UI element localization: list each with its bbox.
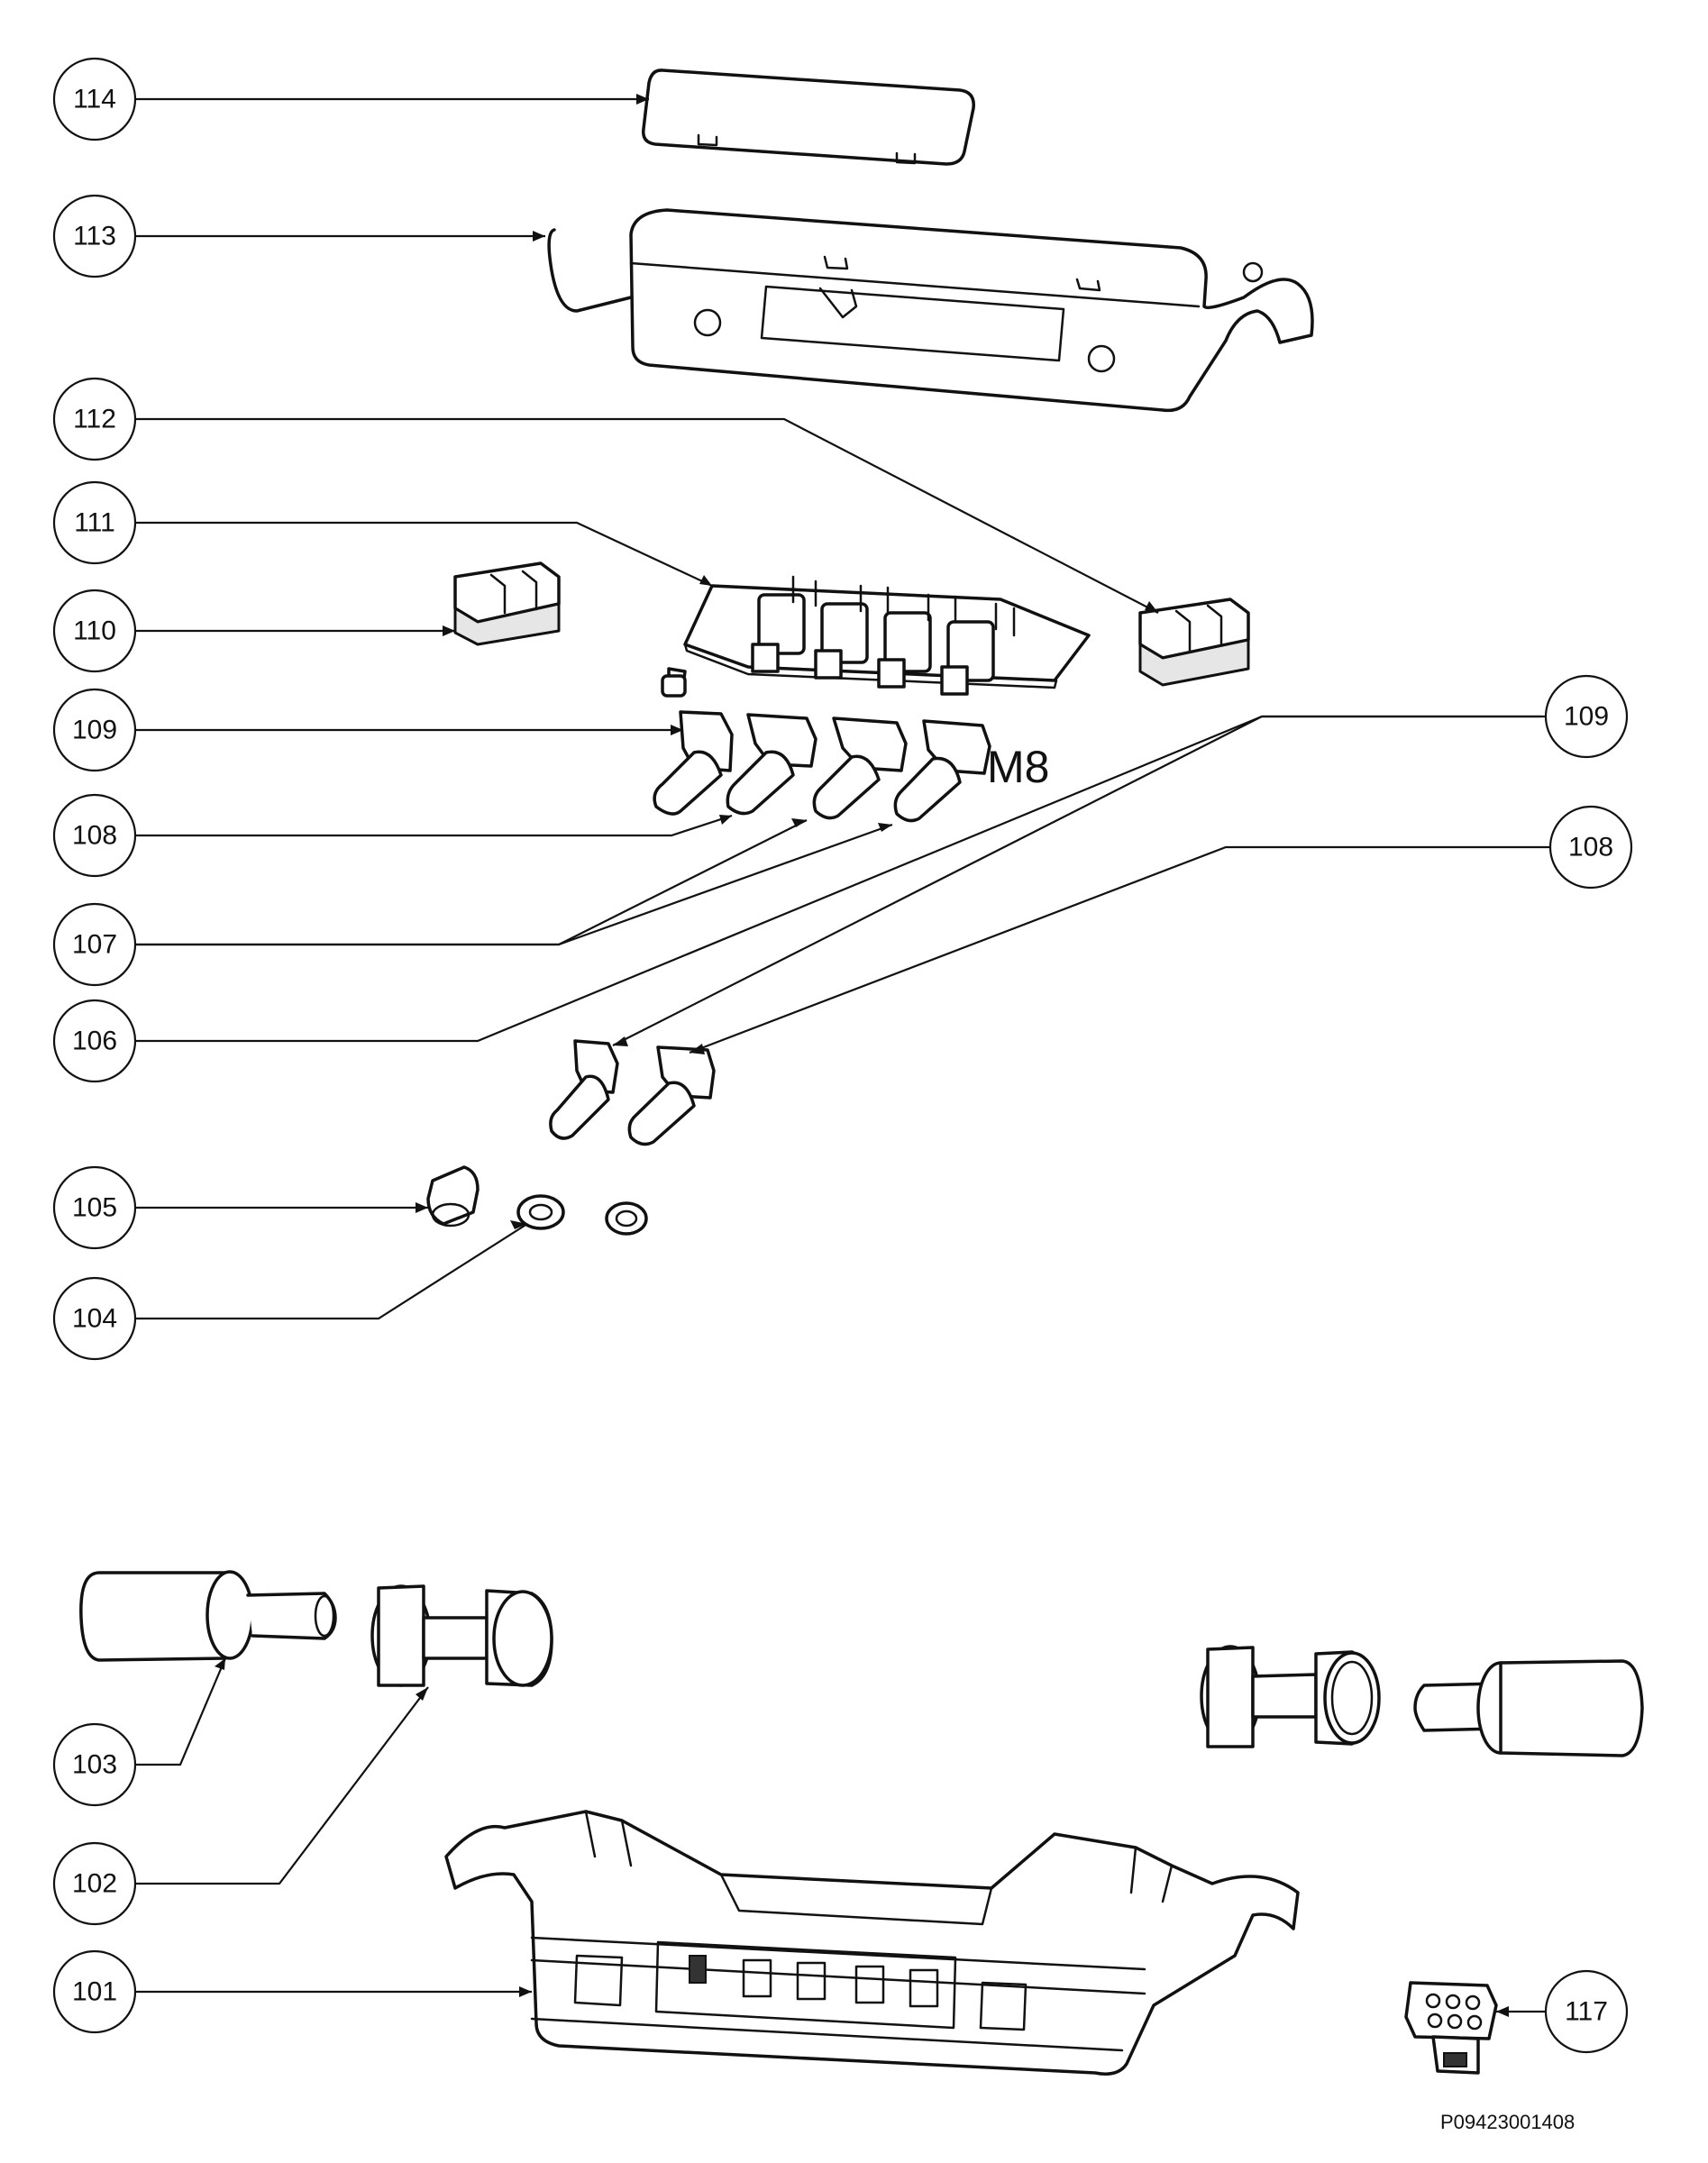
arrowheads [215, 94, 1509, 2017]
callout-112: 112 [52, 377, 137, 461]
part-101-lower-housing [444, 1810, 1300, 2076]
callout-112-label: 112 [73, 405, 116, 434]
callout-117: 117 [1544, 1969, 1629, 2054]
knob-pair-lower [549, 1039, 716, 1146]
callout-109-left: 109 [52, 688, 137, 772]
part-104-washers [516, 1194, 648, 1236]
callout-111: 111 [52, 480, 137, 565]
knob-5 [549, 1039, 619, 1140]
knob-set-label: M8 [987, 742, 1049, 792]
part-102-spool-left [370, 1584, 553, 1687]
switch-4 [940, 620, 995, 696]
part-112-slider-block-right [1138, 598, 1250, 687]
part-113-upper-housing [547, 208, 1314, 413]
leader-lines [135, 97, 1555, 2013]
callout-104: 104 [52, 1276, 137, 1361]
drawing-code: P09423001408 [1440, 2111, 1575, 2133]
callout-102: 102 [52, 1841, 137, 1926]
callout-103: 103 [52, 1722, 137, 1807]
callout-102-label: 102 [72, 1869, 117, 1899]
callout-113-label: 113 [73, 222, 116, 251]
callout-108-right: 108 [1548, 805, 1633, 890]
callout-101: 101 [52, 1949, 137, 2034]
callout-114: 114 [52, 57, 137, 141]
part-102-spool-right [1200, 1645, 1381, 1748]
part-105-pin [426, 1165, 480, 1228]
knob-1 [653, 710, 734, 816]
knob-6 [627, 1045, 716, 1146]
callout-105: 105 [52, 1165, 137, 1250]
callout-107-label: 107 [72, 930, 117, 960]
part-111-pcb-switch-board [661, 575, 1091, 698]
callout-108-left: 108 [52, 793, 137, 878]
switch-1 [751, 593, 806, 673]
part-114-cover-plate [642, 68, 975, 166]
knob-set-m8 [653, 710, 991, 823]
part-103-cylinder-right [1413, 1659, 1644, 1757]
callout-110-label: 110 [73, 616, 116, 646]
callout-109-right-label: 109 [1564, 702, 1609, 732]
callout-108-left-label: 108 [72, 821, 117, 851]
callout-107: 107 [52, 902, 137, 987]
callout-103-label: 103 [72, 1750, 117, 1780]
callout-113: 113 [52, 194, 137, 278]
knob-4 [893, 719, 991, 823]
callout-101-label: 101 [72, 1977, 117, 2007]
callout-105-label: 105 [72, 1193, 117, 1223]
callout-111-label: 111 [74, 508, 115, 538]
knob-2 [726, 713, 817, 816]
callout-114-label: 114 [73, 85, 116, 114]
callout-117-label: 117 [1565, 1997, 1608, 2027]
callout-110: 110 [52, 589, 137, 673]
knob-3 [812, 716, 908, 820]
switch-3 [877, 611, 932, 689]
callout-104-label: 104 [72, 1304, 117, 1334]
part-103-cylinder-left [79, 1570, 337, 1662]
part-117-connector [1404, 1981, 1498, 2075]
callout-108-right-label: 108 [1568, 833, 1613, 862]
callout-106: 106 [52, 999, 137, 1083]
callout-106-label: 106 [72, 1027, 117, 1056]
switch-2 [814, 602, 869, 680]
callout-109-left-label: 109 [72, 716, 117, 745]
part-110-slider-block-left [453, 561, 561, 646]
callout-109-right: 109 [1544, 674, 1629, 759]
